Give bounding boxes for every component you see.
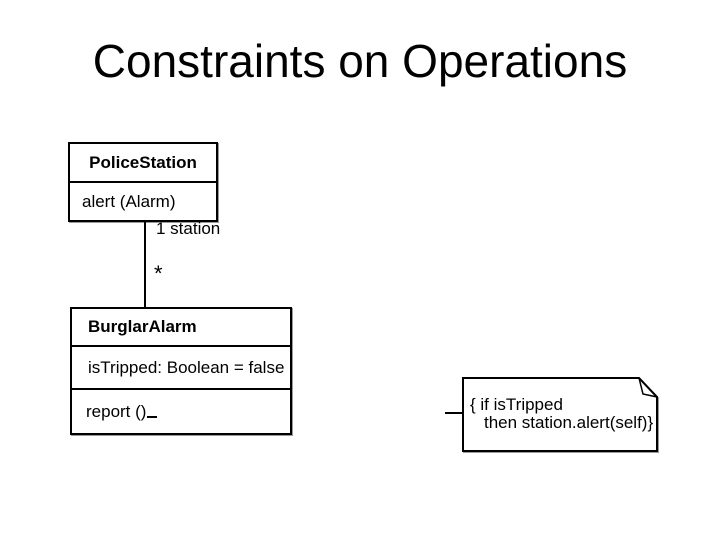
- class-box-burglar-alarm: BurglarAlarm isTripped: Boolean = false …: [70, 307, 292, 435]
- association-line: [144, 222, 146, 307]
- note-text: { if isTripped then station.alert(self)}: [470, 396, 653, 432]
- class-attributes-compartment: isTripped: Boolean = false: [72, 347, 290, 390]
- uml-note-constraint: { if isTripped then station.alert(self)}: [462, 377, 658, 452]
- note-folded-corner-shape: [462, 377, 658, 452]
- multiplicity-label-star: *: [154, 261, 163, 286]
- class-operations-compartment: report (): [72, 390, 290, 433]
- class-name-compartment: PoliceStation: [70, 144, 216, 183]
- class-name-burglar-alarm: BurglarAlarm: [88, 317, 197, 336]
- operation-report: report (): [86, 401, 147, 421]
- note-text-line1: { if isTripped: [470, 395, 563, 414]
- class-name-compartment: BurglarAlarm: [72, 309, 290, 347]
- operation-alert: alert (Alarm): [82, 191, 176, 211]
- slide-title: Constraints on Operations: [92, 35, 628, 87]
- class-box-police-station: PoliceStation alert (Alarm): [68, 142, 218, 222]
- attribute-is-tripped: isTripped: Boolean = false: [88, 357, 285, 377]
- class-operations-compartment: alert (Alarm): [70, 183, 216, 220]
- note-connector-dash-left: [147, 416, 157, 418]
- note-text-line2: then station.alert(self)}: [484, 413, 654, 432]
- multiplicity-label-station: 1 station: [156, 219, 221, 238]
- class-name-police-station: PoliceStation: [89, 152, 197, 172]
- note-connector-dash-right: [445, 412, 462, 414]
